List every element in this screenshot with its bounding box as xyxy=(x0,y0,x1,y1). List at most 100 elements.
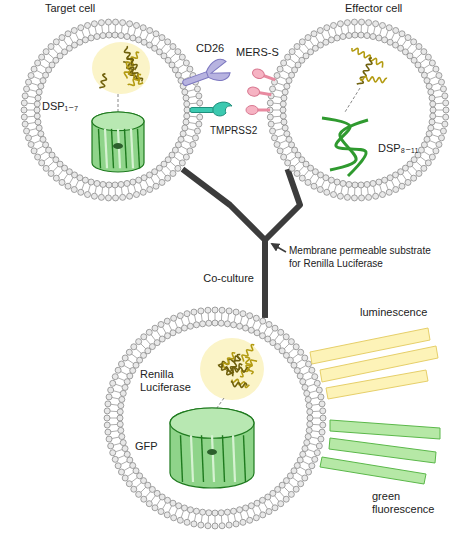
lipid-head xyxy=(43,165,49,171)
beta-strand xyxy=(99,129,101,168)
text-label: Membrane permeable substrate for Renilla… xyxy=(289,244,434,270)
lipid-tail xyxy=(44,59,50,63)
lipid-head xyxy=(191,309,197,315)
lipid-head xyxy=(165,39,171,45)
lipid-head xyxy=(197,114,203,120)
chromophore xyxy=(113,143,123,149)
lipid-tail xyxy=(313,424,320,425)
lipid-head xyxy=(105,195,111,201)
lipid-head xyxy=(78,25,84,31)
lipid-tail xyxy=(29,129,36,131)
lipid-head xyxy=(126,481,132,487)
lipid-tail xyxy=(88,28,90,35)
lipid-tail xyxy=(240,513,242,520)
lipid-head xyxy=(170,170,176,176)
lipid-head xyxy=(146,329,152,335)
lipid-tail xyxy=(247,511,249,518)
lipid-head xyxy=(171,315,177,321)
lipid-head xyxy=(120,20,126,26)
lipid-head xyxy=(113,195,119,201)
lipid-head xyxy=(370,180,376,186)
barrel-top xyxy=(170,408,254,438)
lipid-head xyxy=(442,93,448,99)
lipid-tail xyxy=(275,335,279,341)
lipid-head xyxy=(294,170,300,176)
lipid-head xyxy=(119,434,125,440)
lipid-tail xyxy=(140,31,142,38)
lipid-head xyxy=(226,308,232,314)
lipid-head xyxy=(164,318,170,324)
beta-strand xyxy=(244,435,246,482)
lipid-head xyxy=(318,436,324,442)
lipid-head xyxy=(306,361,312,367)
lipid-head xyxy=(192,135,198,141)
helix xyxy=(232,379,249,387)
lipid-head xyxy=(274,73,280,79)
lipid-head xyxy=(59,179,65,185)
lipid-head xyxy=(233,309,239,315)
lipid-tail xyxy=(166,49,171,54)
lipid-head xyxy=(285,160,291,166)
lipid-head xyxy=(184,113,190,119)
lipid-head xyxy=(177,313,183,319)
lipid-tail xyxy=(184,141,190,144)
lipid-tail xyxy=(306,456,312,459)
lipid-head xyxy=(165,333,171,339)
lipid-tail xyxy=(280,77,286,80)
lipid-head xyxy=(127,193,133,199)
lipid-head xyxy=(43,49,49,55)
lipid-head xyxy=(133,22,139,28)
lipid-head xyxy=(106,32,112,38)
lipid-tail xyxy=(34,77,40,80)
lipid-head xyxy=(316,387,322,393)
lipid-head xyxy=(305,179,311,185)
lipid-tail xyxy=(416,162,421,167)
lipid-tail xyxy=(178,152,184,156)
lipid-head xyxy=(147,27,153,33)
lipid-head xyxy=(180,131,186,137)
lipid-head xyxy=(386,189,392,195)
lipid-tail xyxy=(240,317,242,324)
lipid-head xyxy=(117,415,123,421)
lipid-head xyxy=(304,440,310,446)
lipid-head xyxy=(416,44,422,50)
lipid-head xyxy=(108,443,114,449)
lipid-head xyxy=(272,135,278,141)
lipid-tail xyxy=(163,503,167,509)
lipid-head xyxy=(219,523,225,529)
lipid-tail xyxy=(253,321,256,327)
lipid-head xyxy=(283,334,289,340)
spike-head xyxy=(251,67,265,80)
lipid-tail xyxy=(101,187,103,194)
lipid-tail xyxy=(430,141,436,144)
lipid-tail xyxy=(273,110,280,111)
lipid-head xyxy=(270,86,276,92)
lipid-tail xyxy=(64,40,68,46)
lipid-tail xyxy=(436,110,443,111)
lipid-tail xyxy=(294,54,299,59)
lipid-head xyxy=(22,93,28,99)
lipid-head xyxy=(106,436,112,442)
lipid-head xyxy=(39,160,45,166)
lipid-head xyxy=(88,179,94,185)
beta-strand xyxy=(322,118,366,176)
lipid-tail xyxy=(397,178,401,184)
lipid-head xyxy=(115,463,121,469)
lipid-head xyxy=(277,148,283,154)
lipid-tail xyxy=(424,65,430,69)
lipid-head xyxy=(268,93,274,99)
lipid-head xyxy=(280,107,286,113)
lipid-tail xyxy=(412,49,417,54)
lipid-head xyxy=(193,322,199,328)
lipid-tail xyxy=(82,183,84,190)
lipid-tail xyxy=(312,404,319,406)
lipid-tail xyxy=(427,146,433,149)
lipid-tail xyxy=(347,26,349,33)
lipid-head xyxy=(40,136,46,142)
lipid-head xyxy=(140,189,146,195)
lipid-head xyxy=(178,78,184,84)
lipid-head xyxy=(429,154,435,160)
lipid-head xyxy=(438,135,444,141)
lipid-head xyxy=(24,86,30,92)
